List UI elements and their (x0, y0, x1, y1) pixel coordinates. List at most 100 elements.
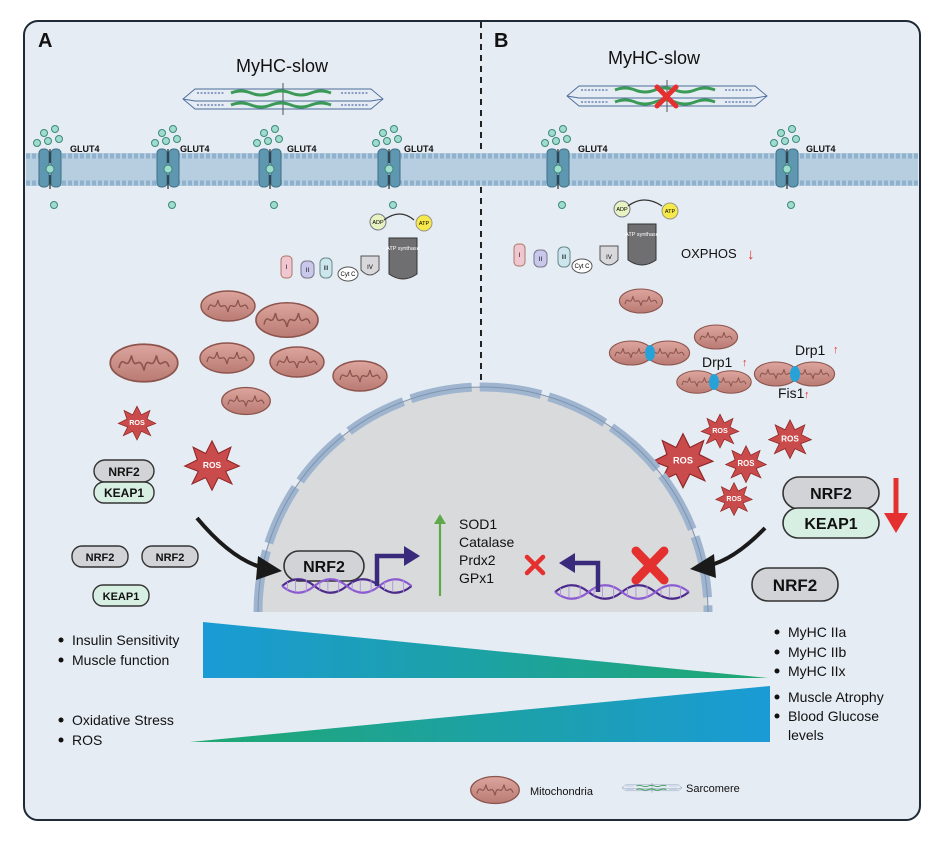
svg-text:Cyt C: Cyt C (575, 264, 591, 270)
svg-text:KEAP1: KEAP1 (104, 486, 144, 500)
nrf2-keap1-complex: NRF2 KEAP1 (93, 459, 155, 504)
svg-text:KEAP1: KEAP1 (103, 591, 140, 603)
svg-text:ROS: ROS (712, 426, 728, 435)
svg-text:ROS: ROS (203, 460, 222, 470)
mitochondrion (200, 290, 256, 322)
svg-text:ROS: ROS (673, 456, 693, 466)
curved-arrow-icon (690, 526, 767, 578)
drp1-label: Drp1 (795, 342, 826, 358)
right-top-list: MyHC IIa MyHC IIb MyHC IIx (774, 624, 847, 679)
mitochondrion (255, 301, 319, 339)
ros-burst: ROS (715, 482, 753, 516)
svg-text:III: III (561, 255, 566, 261)
legend-sarcomere-label: Sarcomere (686, 783, 740, 795)
svg-text:ADP: ADP (372, 220, 384, 226)
svg-text:NRF2: NRF2 (86, 552, 115, 564)
nrf2-free: NRF2 (751, 567, 839, 602)
oxphos-label: OXPHOS (681, 246, 737, 261)
target-gene: GPx1 (459, 570, 494, 586)
nrf2-free: NRF2 (141, 545, 199, 568)
svg-text:ATP: ATP (665, 209, 676, 215)
glut4-transporter: GLUT4 (32, 124, 100, 210)
svg-text:NRF2: NRF2 (773, 576, 817, 595)
cross-icon-large (631, 546, 669, 585)
nrf2-nuclear: NRF2 (283, 550, 365, 582)
nrf2-keap1-complex: NRF2 KEAP1 (782, 476, 880, 539)
drp1-label: Drp1 (702, 354, 733, 370)
glut4-transporter: GLUT4 (150, 124, 210, 210)
list-item: Muscle function (72, 652, 169, 668)
glut4-transporter: GLUT4 (540, 124, 608, 210)
ros-burst: ROS (652, 433, 714, 489)
promoter-arrow-icon (559, 553, 601, 592)
gradient-wedge-top (203, 622, 768, 678)
green-up-arrow-icon (434, 514, 446, 596)
curved-arrow-icon (195, 516, 282, 580)
mitochondrion (199, 342, 255, 374)
ros-burst: ROS (184, 440, 240, 491)
svg-text:KEAP1: KEAP1 (804, 516, 857, 533)
target-gene: SOD1 (459, 516, 497, 532)
up-arrow-icon: ↑ (742, 357, 748, 369)
svg-text:GLUT4: GLUT4 (287, 144, 317, 154)
mitochondrion (618, 288, 664, 314)
gradient-wedge-bottom (190, 686, 770, 742)
svg-text:ROS: ROS (738, 459, 755, 468)
fissioning-mitochondrion (676, 370, 752, 394)
legend-mito-icon (470, 775, 520, 805)
ros-burst: ROS (700, 413, 740, 449)
svg-text:ATP synthase: ATP synthase (386, 246, 420, 252)
svg-text:IV: IV (367, 265, 373, 271)
svg-text:Cyt C: Cyt C (341, 272, 357, 278)
svg-text:II: II (306, 268, 310, 274)
mitochondrion (109, 343, 179, 383)
svg-text:GLUT4: GLUT4 (70, 144, 100, 154)
mitochondrion (332, 360, 388, 392)
glut4-transporter: GLUT4 (769, 124, 836, 210)
svg-text:ADP: ADP (616, 207, 628, 213)
svg-text:GLUT4: GLUT4 (180, 144, 210, 154)
list-item: Muscle Atrophy (788, 689, 884, 705)
svg-text:NRF2: NRF2 (303, 559, 345, 576)
etc-panel-b: I II III Cyt C IV ATP synthase ADP ATP (513, 199, 679, 274)
svg-text:NRF2: NRF2 (108, 465, 140, 479)
list-item: MyHC IIb (788, 644, 847, 660)
down-arrow-icon: ↓ (747, 246, 755, 263)
cross-icon-sarcomere (654, 84, 679, 109)
list-item: levels (788, 727, 824, 743)
target-gene: Prdx2 (459, 552, 496, 568)
mitochondrion (693, 324, 739, 350)
svg-text:III: III (323, 266, 328, 272)
svg-text:ROS: ROS (726, 496, 742, 503)
ros-burst: ROS (725, 445, 767, 483)
svg-text:ROS: ROS (129, 418, 145, 427)
legend: Mitochondria Sarcomere (470, 775, 740, 805)
svg-text:ATP synthase: ATP synthase (625, 232, 659, 238)
up-arrow-icon: ↑ (804, 389, 810, 401)
ros-burst: ROS (117, 405, 157, 441)
fissioning-mitochondrion (753, 361, 836, 387)
list-item: MyHC IIx (788, 663, 846, 679)
svg-text:NRF2: NRF2 (156, 552, 185, 564)
svg-text:I: I (519, 253, 521, 259)
up-arrow-icon: ↑ (833, 344, 839, 356)
mitochondrion (221, 386, 271, 416)
panel-b-letter: B (494, 30, 508, 52)
list-item: ROS (72, 732, 102, 748)
list-item: Insulin Sensitivity (72, 632, 179, 648)
mitochondrion (269, 346, 325, 378)
svg-text:IV: IV (606, 255, 612, 261)
left-bottom-list: Oxidative Stress ROS (58, 712, 174, 748)
panel-b-title: MyHC-slow (608, 48, 701, 68)
svg-text:GLUT4: GLUT4 (404, 144, 434, 154)
list-item: Blood Glucose (788, 708, 879, 724)
svg-text:GLUT4: GLUT4 (806, 144, 836, 154)
svg-text:NRF2: NRF2 (810, 486, 852, 503)
left-top-list: Insulin Sensitivity Muscle function (58, 632, 179, 668)
svg-text:II: II (539, 257, 543, 263)
target-gene: Catalase (459, 534, 514, 550)
svg-text:ATP: ATP (419, 221, 430, 227)
fis1-label: Fis1 (778, 385, 805, 401)
right-bottom-list: Muscle Atrophy Blood Glucose levels (774, 689, 884, 743)
